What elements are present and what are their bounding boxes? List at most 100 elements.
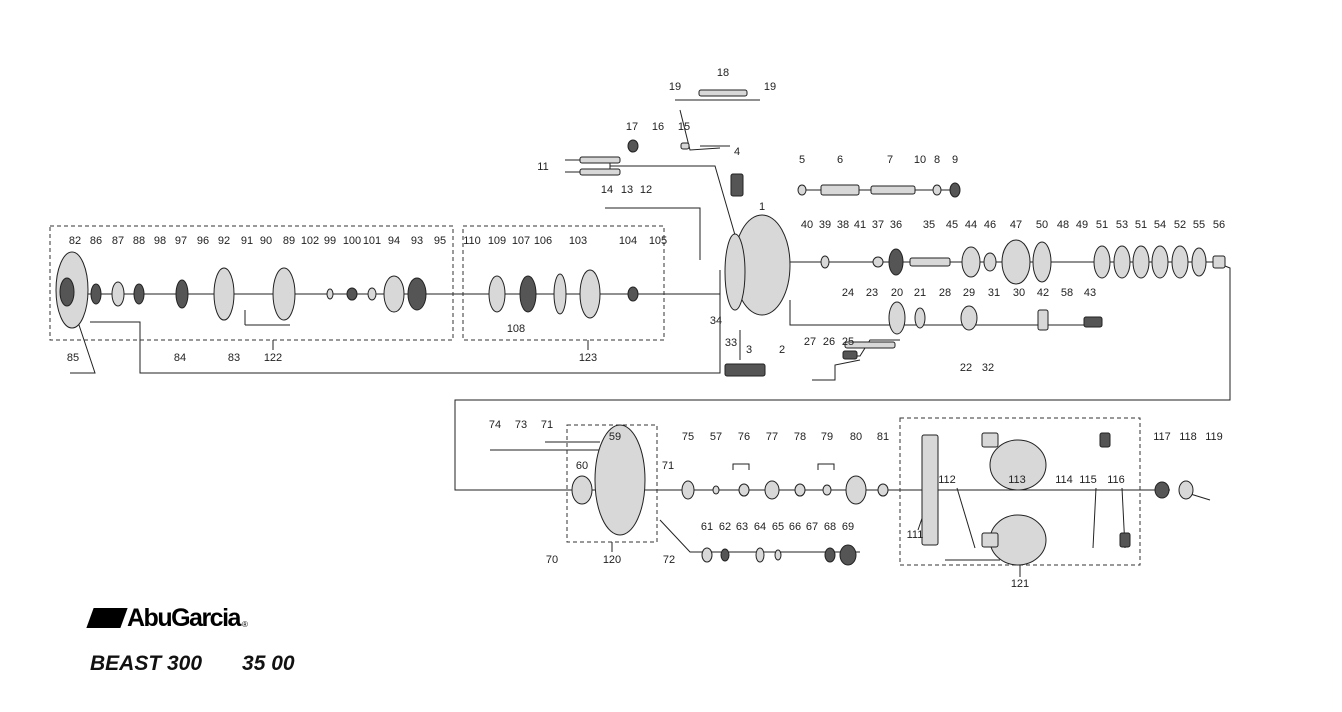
part-shape bbox=[1119, 532, 1131, 548]
part-shape bbox=[888, 301, 906, 335]
part-number-label: 55 bbox=[1193, 219, 1205, 231]
part-shape bbox=[579, 269, 601, 319]
part-shape bbox=[488, 275, 506, 313]
part-number-label: 63 bbox=[736, 521, 748, 533]
part-number-label: 121 bbox=[1011, 578, 1029, 590]
part-number-label: 97 bbox=[175, 235, 187, 247]
part-number-label: 41 bbox=[854, 219, 866, 231]
part-number-label: 93 bbox=[411, 235, 423, 247]
part-number-label: 91 bbox=[241, 235, 253, 247]
leader-line bbox=[244, 310, 290, 326]
part-shape bbox=[681, 480, 695, 500]
part-shape bbox=[820, 255, 830, 269]
part-number-label: 47 bbox=[1010, 219, 1022, 231]
part-number-label: 58 bbox=[1061, 287, 1073, 299]
part-number-label: 53 bbox=[1116, 219, 1128, 231]
part-number-label: 83 bbox=[228, 352, 240, 364]
leader-line bbox=[817, 463, 835, 470]
part-number-label: 26 bbox=[823, 336, 835, 348]
leader-line bbox=[812, 359, 861, 381]
part-shape bbox=[698, 89, 748, 97]
part-number-label: 42 bbox=[1037, 287, 1049, 299]
part-shape bbox=[822, 484, 832, 496]
part-number-label: 66 bbox=[789, 521, 801, 533]
part-shape bbox=[909, 257, 951, 267]
part-shape bbox=[213, 267, 235, 321]
brand-logo: AbuGarcia ® bbox=[86, 606, 248, 631]
part-shape bbox=[1083, 316, 1103, 328]
part-number-label: 45 bbox=[946, 219, 958, 231]
part-number-label: 87 bbox=[112, 235, 124, 247]
part-number-label: 61 bbox=[701, 521, 713, 533]
part-number-label: 21 bbox=[914, 287, 926, 299]
part-shape bbox=[90, 283, 102, 305]
part-number-label: 52 bbox=[1174, 219, 1186, 231]
part-number-label: 68 bbox=[824, 521, 836, 533]
part-shape bbox=[1191, 247, 1207, 277]
part-number-label: 37 bbox=[872, 219, 884, 231]
part-number-label: 62 bbox=[719, 521, 731, 533]
part-number-label: 100 bbox=[343, 235, 361, 247]
logo-mark bbox=[86, 608, 128, 628]
part-shape bbox=[272, 267, 296, 321]
part-number-label: 12 bbox=[640, 184, 652, 196]
part-shape bbox=[820, 184, 860, 196]
part-number-label: 33 bbox=[725, 337, 737, 349]
part-shape bbox=[1037, 309, 1049, 331]
part-number-label: 20 bbox=[891, 287, 903, 299]
part-number-label: 51 bbox=[1096, 219, 1108, 231]
part-number-label: 49 bbox=[1076, 219, 1088, 231]
part-number-label: 81 bbox=[877, 431, 889, 443]
part-shape bbox=[1178, 480, 1194, 500]
part-shape bbox=[844, 341, 896, 349]
assembly-box bbox=[49, 225, 454, 341]
part-number-label: 24 bbox=[842, 287, 854, 299]
part-number-label: 90 bbox=[260, 235, 272, 247]
part-shape bbox=[730, 173, 744, 197]
part-number-label: 76 bbox=[738, 431, 750, 443]
part-number-label: 11 bbox=[537, 161, 548, 173]
leader-line bbox=[605, 207, 701, 260]
part-shape bbox=[367, 287, 377, 301]
part-shape bbox=[1093, 245, 1111, 279]
part-number-label: 60 bbox=[576, 460, 588, 472]
part-shape bbox=[720, 548, 730, 562]
part-number-label: 34 bbox=[710, 315, 722, 327]
leader-line bbox=[679, 109, 721, 151]
part-number-label: 23 bbox=[866, 287, 878, 299]
part-number-label: 98 bbox=[154, 235, 166, 247]
part-number-label: 15 bbox=[678, 121, 690, 133]
part-number-label: 44 bbox=[965, 219, 977, 231]
part-number-label: 89 bbox=[283, 235, 295, 247]
part-number-label: 110 bbox=[463, 235, 481, 247]
part-number-label: 40 bbox=[801, 219, 813, 231]
part-number-label: 9 bbox=[952, 154, 958, 166]
part-shape bbox=[701, 547, 713, 563]
part-number-label: 85 bbox=[67, 352, 79, 364]
leader-line bbox=[659, 519, 860, 553]
part-shape bbox=[914, 307, 926, 329]
part-shape bbox=[1032, 241, 1052, 283]
part-number-label: 117 bbox=[1153, 431, 1171, 443]
part-shape bbox=[1132, 245, 1150, 279]
part-shape bbox=[1154, 481, 1170, 499]
part-shape bbox=[872, 256, 884, 268]
part-number-label: 84 bbox=[174, 352, 186, 364]
part-number-label: 112 bbox=[938, 474, 956, 486]
part-shape bbox=[383, 275, 405, 313]
model-code: 35 00 bbox=[242, 652, 295, 675]
part-number-label: 38 bbox=[837, 219, 849, 231]
part-shape bbox=[627, 139, 639, 153]
part-number-label: 109 bbox=[488, 235, 506, 247]
part-number-label: 57 bbox=[710, 431, 722, 443]
part-number-label: 73 bbox=[515, 419, 527, 431]
part-number-label: 19 bbox=[764, 81, 776, 93]
part-number-label: 116 bbox=[1107, 474, 1125, 486]
part-number-label: 59 bbox=[609, 431, 621, 443]
part-number-label: 17 bbox=[626, 121, 638, 133]
part-number-label: 77 bbox=[766, 431, 778, 443]
part-shape bbox=[407, 277, 427, 311]
part-number-label: 2 bbox=[779, 344, 785, 356]
part-shape bbox=[888, 248, 904, 276]
part-shape bbox=[627, 286, 639, 302]
